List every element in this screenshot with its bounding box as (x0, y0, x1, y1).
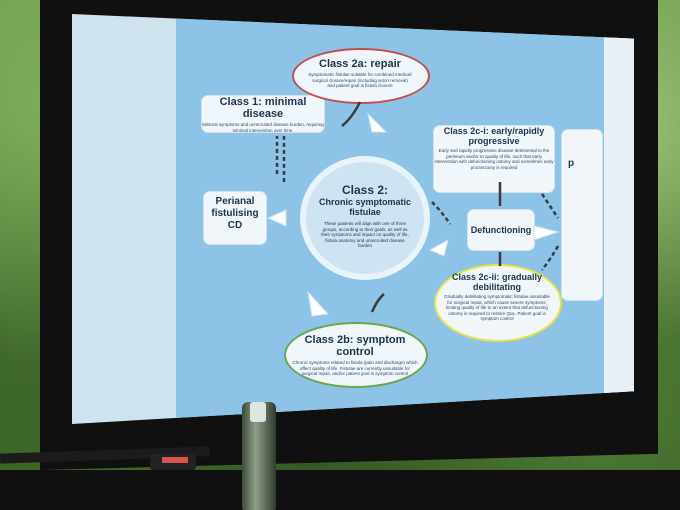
dashed-arrow-circle-to-defunc (431, 201, 452, 225)
class2-subtitle: Chronic symptomatic fistulae (318, 197, 412, 217)
dashed-arrow-right-top (540, 193, 560, 219)
class2ci-title: Class 2c-i: early/rapidly progressive (443, 126, 545, 146)
arrow-from-2a (341, 101, 362, 127)
class1-body: Minimal symptoms and unrecruited disease… (202, 122, 324, 133)
class2b-oval (284, 322, 428, 388)
class2cii-body: Gradually debilitating symptomatic fistu… (444, 294, 550, 321)
dashed-arrow-right-bottom (541, 245, 560, 271)
presentation-slide: Class 1: minimal disease Minimal symptom… (72, 14, 634, 424)
defunctioning-box: Defunctioning (468, 210, 534, 250)
arrow-defunc-right (533, 225, 560, 241)
curved-arrow-top (367, 112, 388, 133)
class2cii-oval (434, 264, 562, 342)
class2a-title: Class 2a: repair (319, 58, 401, 70)
class2cii-box: Class 2c-ii: gradually debilitating Grad… (444, 272, 550, 330)
perianal-box: Perianal fistulising CD (204, 192, 266, 244)
class2-title: Class 2: (341, 183, 389, 197)
curved-arrow-right (428, 239, 449, 257)
class2b-body: Chronic symptoms related to fistula (pai… (292, 360, 418, 376)
class2a-body: Symptomatic fistulae suitable for combin… (308, 72, 412, 88)
water-bottle-neck (250, 402, 266, 422)
class1-title: Class 1: minimal disease (219, 96, 307, 120)
class2ci-body: Early and rapidly progressive disease de… (434, 148, 554, 170)
defunctioning-title: Defunctioning (470, 225, 532, 235)
perianal-title: Perianal fistulising CD (211, 196, 259, 231)
class2-circle: Class 2: Chronic symptomatic fistulae Th… (300, 156, 430, 280)
class2b-title: Class 2b: symptom control (304, 334, 406, 358)
class1-box: Class 1: minimal disease Minimal symptom… (202, 96, 324, 133)
class2a-oval (292, 48, 430, 104)
slide-right-margin (604, 14, 634, 424)
arrow-to-2b (370, 293, 385, 313)
class2-body: These patients will align with one of th… (321, 221, 409, 248)
microphone-label (162, 457, 188, 463)
class2ci-box: Class 2c-i: early/rapidly progressive Ea… (434, 126, 554, 192)
partial-right-title: p (568, 158, 575, 169)
foreground-table (0, 470, 680, 510)
partial-right-box: p (562, 130, 602, 300)
class2cii-title: Class 2c-ii: gradually debilitating (451, 272, 543, 292)
class2a-box: Class 2a: repair Symptomatic fistulae su… (308, 58, 412, 92)
arrow-perianal-to-circle (266, 209, 287, 227)
arrows-layer (266, 101, 560, 317)
curved-arrow-bottom (307, 290, 330, 317)
class2b-box: Class 2b: symptom control Chronic sympto… (292, 334, 418, 376)
